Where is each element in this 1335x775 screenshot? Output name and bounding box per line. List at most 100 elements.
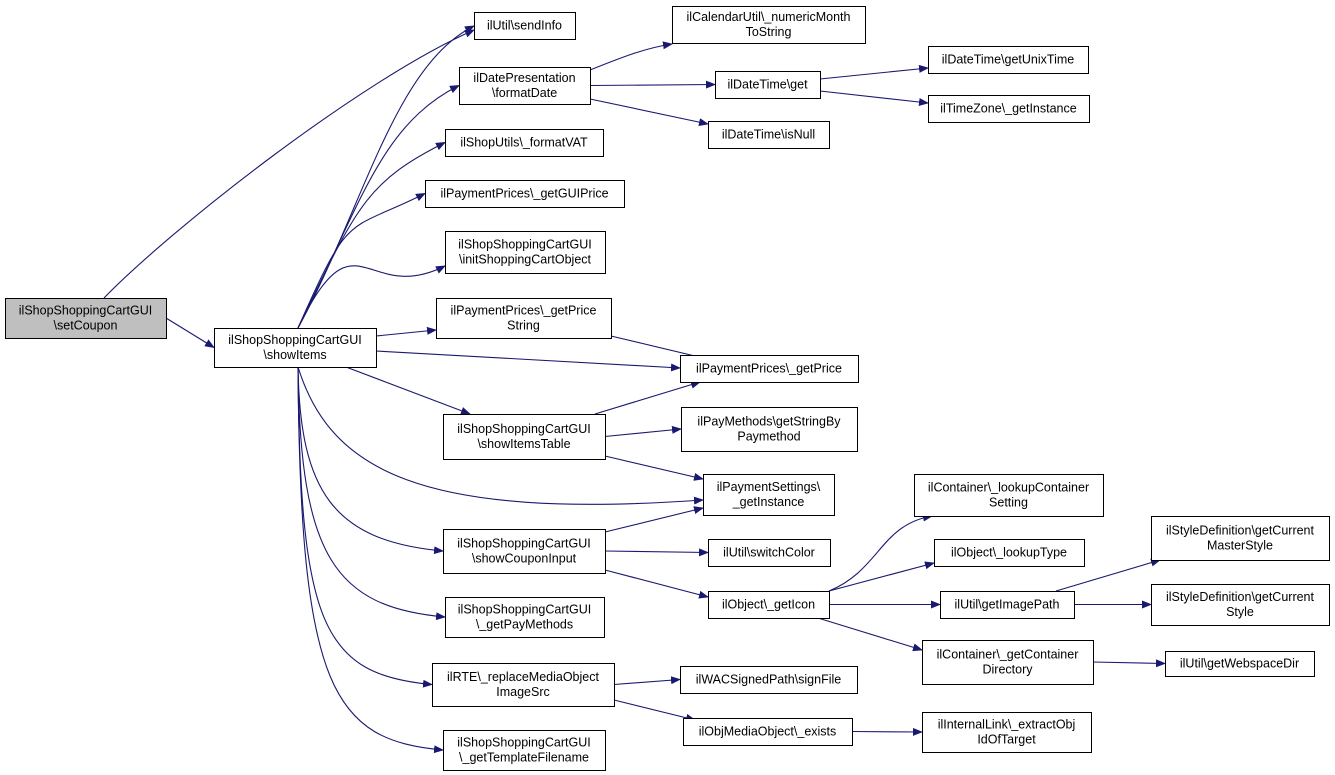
node-box (445, 231, 606, 274)
node-label-line: ilCalendarUtil\_numericMonth (687, 10, 851, 24)
node-box (436, 298, 612, 339)
node-showCouponInput[interactable]: ilShopShoppingCartGUI\showCouponInput (443, 529, 606, 574)
edge-formatDate-to-numericMonth (589, 41, 673, 71)
node-getPrice[interactable]: ilPaymentPrices\_getPrice (680, 355, 859, 383)
node-label-line: ilDateTime\get (727, 78, 808, 92)
node-unixTime[interactable]: ilDateTime\getUnixTime (928, 46, 1089, 74)
edge-showCouponInput-to-paySettings (604, 506, 704, 533)
node-dtIsNull[interactable]: ilDateTime\isNull (708, 121, 830, 149)
node-getIcon[interactable]: ilObject\_getIcon (708, 591, 830, 619)
node-label-line: _getInstance (732, 495, 805, 509)
node-label-line: ilDateTime\isNull (722, 128, 815, 142)
node-box (708, 539, 831, 567)
node-formatDate[interactable]: ilDatePresentation\formatDate (459, 67, 591, 105)
node-box (681, 407, 858, 452)
node-paySettings[interactable]: ilPaymentSettings\_getInstance (703, 474, 835, 516)
node-label-line: ilShopShoppingCartGUI (19, 304, 152, 318)
node-label-line: IdOfTarget (977, 733, 1036, 747)
node-label-line: ilShopShoppingCartGUI (228, 333, 361, 347)
node-label-line: ilInternalLink\_extractObj (938, 718, 1076, 732)
node-showItemsTable[interactable]: ilShopShoppingCartGUI\showItemsTable (443, 414, 606, 460)
node-getTemplate[interactable]: ilShopShoppingCartGUI\_getTemplateFilena… (443, 730, 606, 771)
node-box (1165, 651, 1315, 677)
node-getPayMethods[interactable]: ilShopShoppingCartGUI\_getPayMethods (445, 597, 605, 638)
node-signFile[interactable]: ilWACSignedPath\signFile (680, 666, 858, 694)
node-box (443, 414, 606, 460)
node-label-line: ilShopShoppingCartGUI (458, 238, 591, 252)
node-sendInfo[interactable]: ilUtil\sendInfo (474, 12, 576, 40)
node-label-line: ilPayMethods\getStringBy (697, 415, 841, 429)
node-box (672, 6, 866, 44)
edge-showItems-to-getGUIPrice (297, 193, 426, 329)
node-box (459, 67, 591, 105)
node-label-line: ilStyleDefinition\getCurrent (1166, 524, 1315, 538)
node-initCart[interactable]: ilShopShoppingCartGUI\initShoppingCartOb… (445, 231, 606, 274)
edge-getImagePath-to-masterStyle (1055, 558, 1161, 592)
node-label-line: ilShopShoppingCartGUI (457, 422, 590, 436)
node-label-line: Directory (982, 663, 1033, 677)
node-switchColor[interactable]: ilUtil\switchColor (708, 539, 831, 567)
node-label-line: ilShopShoppingCartGUI (458, 603, 591, 617)
node-box (1151, 516, 1330, 561)
node-label-line: ilPaymentPrices\_getGUIPrice (440, 187, 608, 201)
node-formatVAT[interactable]: ilShopUtils\_formatVAT (445, 129, 604, 157)
node-dtGet[interactable]: ilDateTime\get (715, 71, 821, 99)
node-label-line: ilUtil\sendInfo (487, 19, 562, 33)
node-label-line: ilUtil\getImagePath (955, 598, 1060, 612)
edges-layer (103, 25, 1166, 754)
node-label-line: ilPaymentPrices\_getPrice (696, 362, 842, 376)
node-label-line: ilWACSignedPath\signFile (696, 673, 841, 687)
edge-setCoupon-to-showItems (165, 317, 215, 349)
node-box (474, 12, 576, 40)
node-label-line: ToString (746, 25, 792, 39)
node-label-line: \showCouponInput (472, 552, 577, 566)
edge-contDir-to-webspaceDir (1092, 659, 1166, 668)
node-showItems[interactable]: ilShopShoppingCartGUI\showItems (214, 328, 377, 368)
node-tzInstance[interactable]: ilTimeZone\_getInstance (928, 95, 1090, 123)
node-box (715, 71, 821, 99)
node-box (443, 529, 606, 574)
node-box (940, 591, 1075, 619)
edge-showItemsTable-to-getPrice (594, 380, 701, 415)
node-mobExists[interactable]: ilObjMediaObject\_exists (683, 718, 853, 746)
edge-replaceMedia-to-signFile (613, 676, 681, 686)
node-label-line: ilShopShoppingCartGUI (457, 537, 590, 551)
node-box (445, 597, 605, 638)
edge-showItemsTable-to-payMethodStr (604, 425, 682, 438)
node-box (425, 180, 625, 208)
node-label-line: ilContainer\_lookupContainer (928, 481, 1089, 495)
edge-showItems-to-showCouponInput (297, 366, 444, 555)
node-webspaceDir[interactable]: ilUtil\getWebspaceDir (1165, 651, 1315, 677)
edge-showItems-to-getPriceString (375, 326, 437, 337)
node-label-line: \showItems (263, 348, 326, 362)
edge-getIcon-to-lookupType (828, 561, 935, 592)
edge-getIcon-to-contDir (817, 617, 923, 652)
node-getGUIPrice[interactable]: ilPaymentPrices\_getGUIPrice (425, 180, 625, 208)
node-label-line: ilPaymentSettings\ (717, 480, 821, 494)
node-label-line: \formatDate (492, 86, 557, 100)
node-box (922, 640, 1094, 685)
node-box (703, 474, 835, 516)
node-box (683, 718, 853, 746)
edge-dtGet-to-unixTime (819, 64, 929, 80)
node-lookupType[interactable]: ilObject\_lookupType (934, 539, 1085, 567)
node-getImagePath[interactable]: ilUtil\getImagePath (940, 591, 1075, 619)
node-box (214, 328, 377, 368)
node-label-line: String (507, 319, 540, 333)
node-setCoupon[interactable]: ilShopShoppingCartGUI\setCoupon (5, 298, 167, 339)
node-label-line: ImageSrc (496, 685, 550, 699)
node-label-line: ilUtil\getWebspaceDir (1180, 657, 1299, 671)
node-label-line: Setting (989, 496, 1028, 510)
edge-showCouponInput-to-getIcon (604, 569, 709, 599)
edge-showItems-to-sendInfo (297, 25, 475, 329)
